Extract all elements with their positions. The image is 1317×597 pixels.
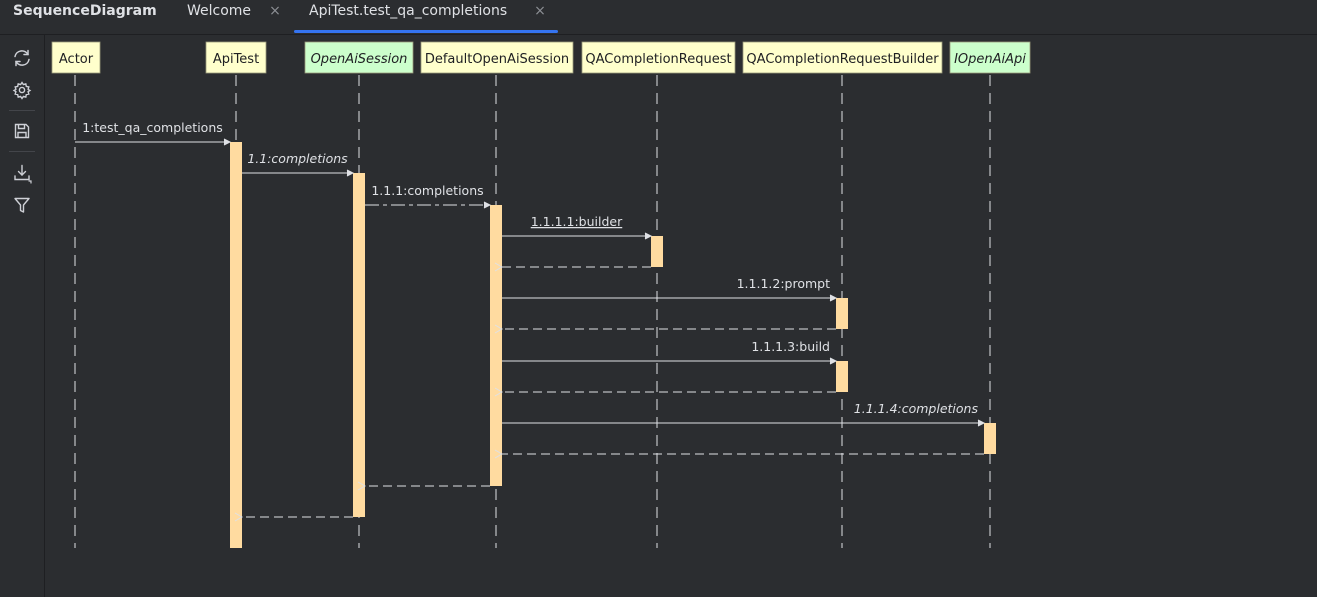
participant-box <box>51 41 101 74</box>
participant-box <box>581 41 736 74</box>
arrowhead <box>494 324 504 334</box>
message-label: 1.1.1.4:completions <box>854 401 979 416</box>
participant-qacompletionrequest[interactable]: QACompletionRequest <box>581 41 736 74</box>
arrowhead <box>223 138 232 146</box>
message-label: 1.1:completions <box>247 151 348 166</box>
gear-icon[interactable] <box>10 78 34 102</box>
tab-apitest-test-qa-completions[interactable]: ApiTest.test_qa_completions × <box>309 0 554 34</box>
participant-label: Actor <box>59 52 94 67</box>
active-tab-indicator <box>294 30 558 33</box>
participant-defaultopenaisession[interactable]: DefaultOpenAiSession <box>420 41 574 74</box>
participant-qacompletionrequestbuilder[interactable]: QACompletionRequestBuilder <box>742 41 943 74</box>
arrowhead <box>357 481 367 491</box>
message-label: 1:test_qa_completions <box>82 120 223 135</box>
toolbar-separator <box>9 151 35 152</box>
tab-bar: SequenceDiagram Welcome × ApiTest.test_q… <box>0 0 1317 35</box>
participant-openaisession[interactable]: OpenAiSession <box>304 41 414 74</box>
sequence-diagram-canvas[interactable]: Actor ApiTest OpenAiSession DefaultOpenAiSe… <box>46 35 1317 597</box>
message-label: 1.1.1.1:builder <box>531 214 623 229</box>
app-title: SequenceDiagram <box>13 3 157 19</box>
filter-icon[interactable] <box>10 193 34 217</box>
arrowhead <box>829 294 838 302</box>
participant-box <box>949 41 1031 74</box>
arrowhead <box>494 262 504 272</box>
participant-label: QACompletionRequest <box>585 52 731 67</box>
arrowhead <box>829 357 838 365</box>
save-icon[interactable] <box>10 119 34 143</box>
participant-label: IOpenAiApi <box>954 52 1026 67</box>
toolbar-separator <box>9 110 35 111</box>
tab-welcome[interactable]: Welcome × <box>187 0 287 34</box>
export-icon[interactable] <box>10 161 34 185</box>
tab-label: ApiTest.test_qa_completions <box>309 3 508 19</box>
participant-box <box>304 41 414 74</box>
tab-label: Welcome <box>187 3 252 19</box>
arrowhead <box>494 449 504 459</box>
participant-label: OpenAiSession <box>311 52 408 67</box>
arrowhead <box>346 169 355 177</box>
refresh-icon[interactable] <box>10 46 34 70</box>
arrowhead <box>977 419 986 427</box>
close-icon[interactable]: × <box>534 3 546 19</box>
participant-label: ApiTest <box>213 52 259 67</box>
sequence-diagram: Actor ApiTest OpenAiSession DefaultOpenAiSe… <box>51 41 1031 548</box>
arrowhead <box>644 232 653 240</box>
participant-box <box>205 41 267 74</box>
close-icon[interactable]: × <box>269 3 281 19</box>
activation-bar <box>836 298 848 329</box>
activation-bar <box>984 423 996 454</box>
arrowhead <box>483 201 492 209</box>
participant-label: QACompletionRequestBuilder <box>746 52 939 67</box>
message-label: 1.1.1.2:prompt <box>737 276 831 291</box>
arrowhead <box>494 387 504 397</box>
activation-bar <box>836 361 848 392</box>
diagram-toolbar <box>0 35 45 597</box>
activation-bar <box>353 173 365 517</box>
participant-label: DefaultOpenAiSession <box>425 52 569 67</box>
message-label: 1.1.1:completions <box>371 183 483 198</box>
activation-bar <box>490 205 502 486</box>
participant-actor[interactable]: Actor <box>51 41 101 74</box>
participant-box <box>420 41 574 74</box>
activation-bar <box>651 236 663 267</box>
arrowhead <box>234 512 244 522</box>
participant-iopenaiapi[interactable]: IOpenAiApi <box>949 41 1031 74</box>
activation-bar <box>230 142 242 548</box>
participant-box <box>742 41 943 74</box>
message-label: 1.1.1.3:build <box>751 339 830 354</box>
participant-apitest[interactable]: ApiTest <box>205 41 267 74</box>
